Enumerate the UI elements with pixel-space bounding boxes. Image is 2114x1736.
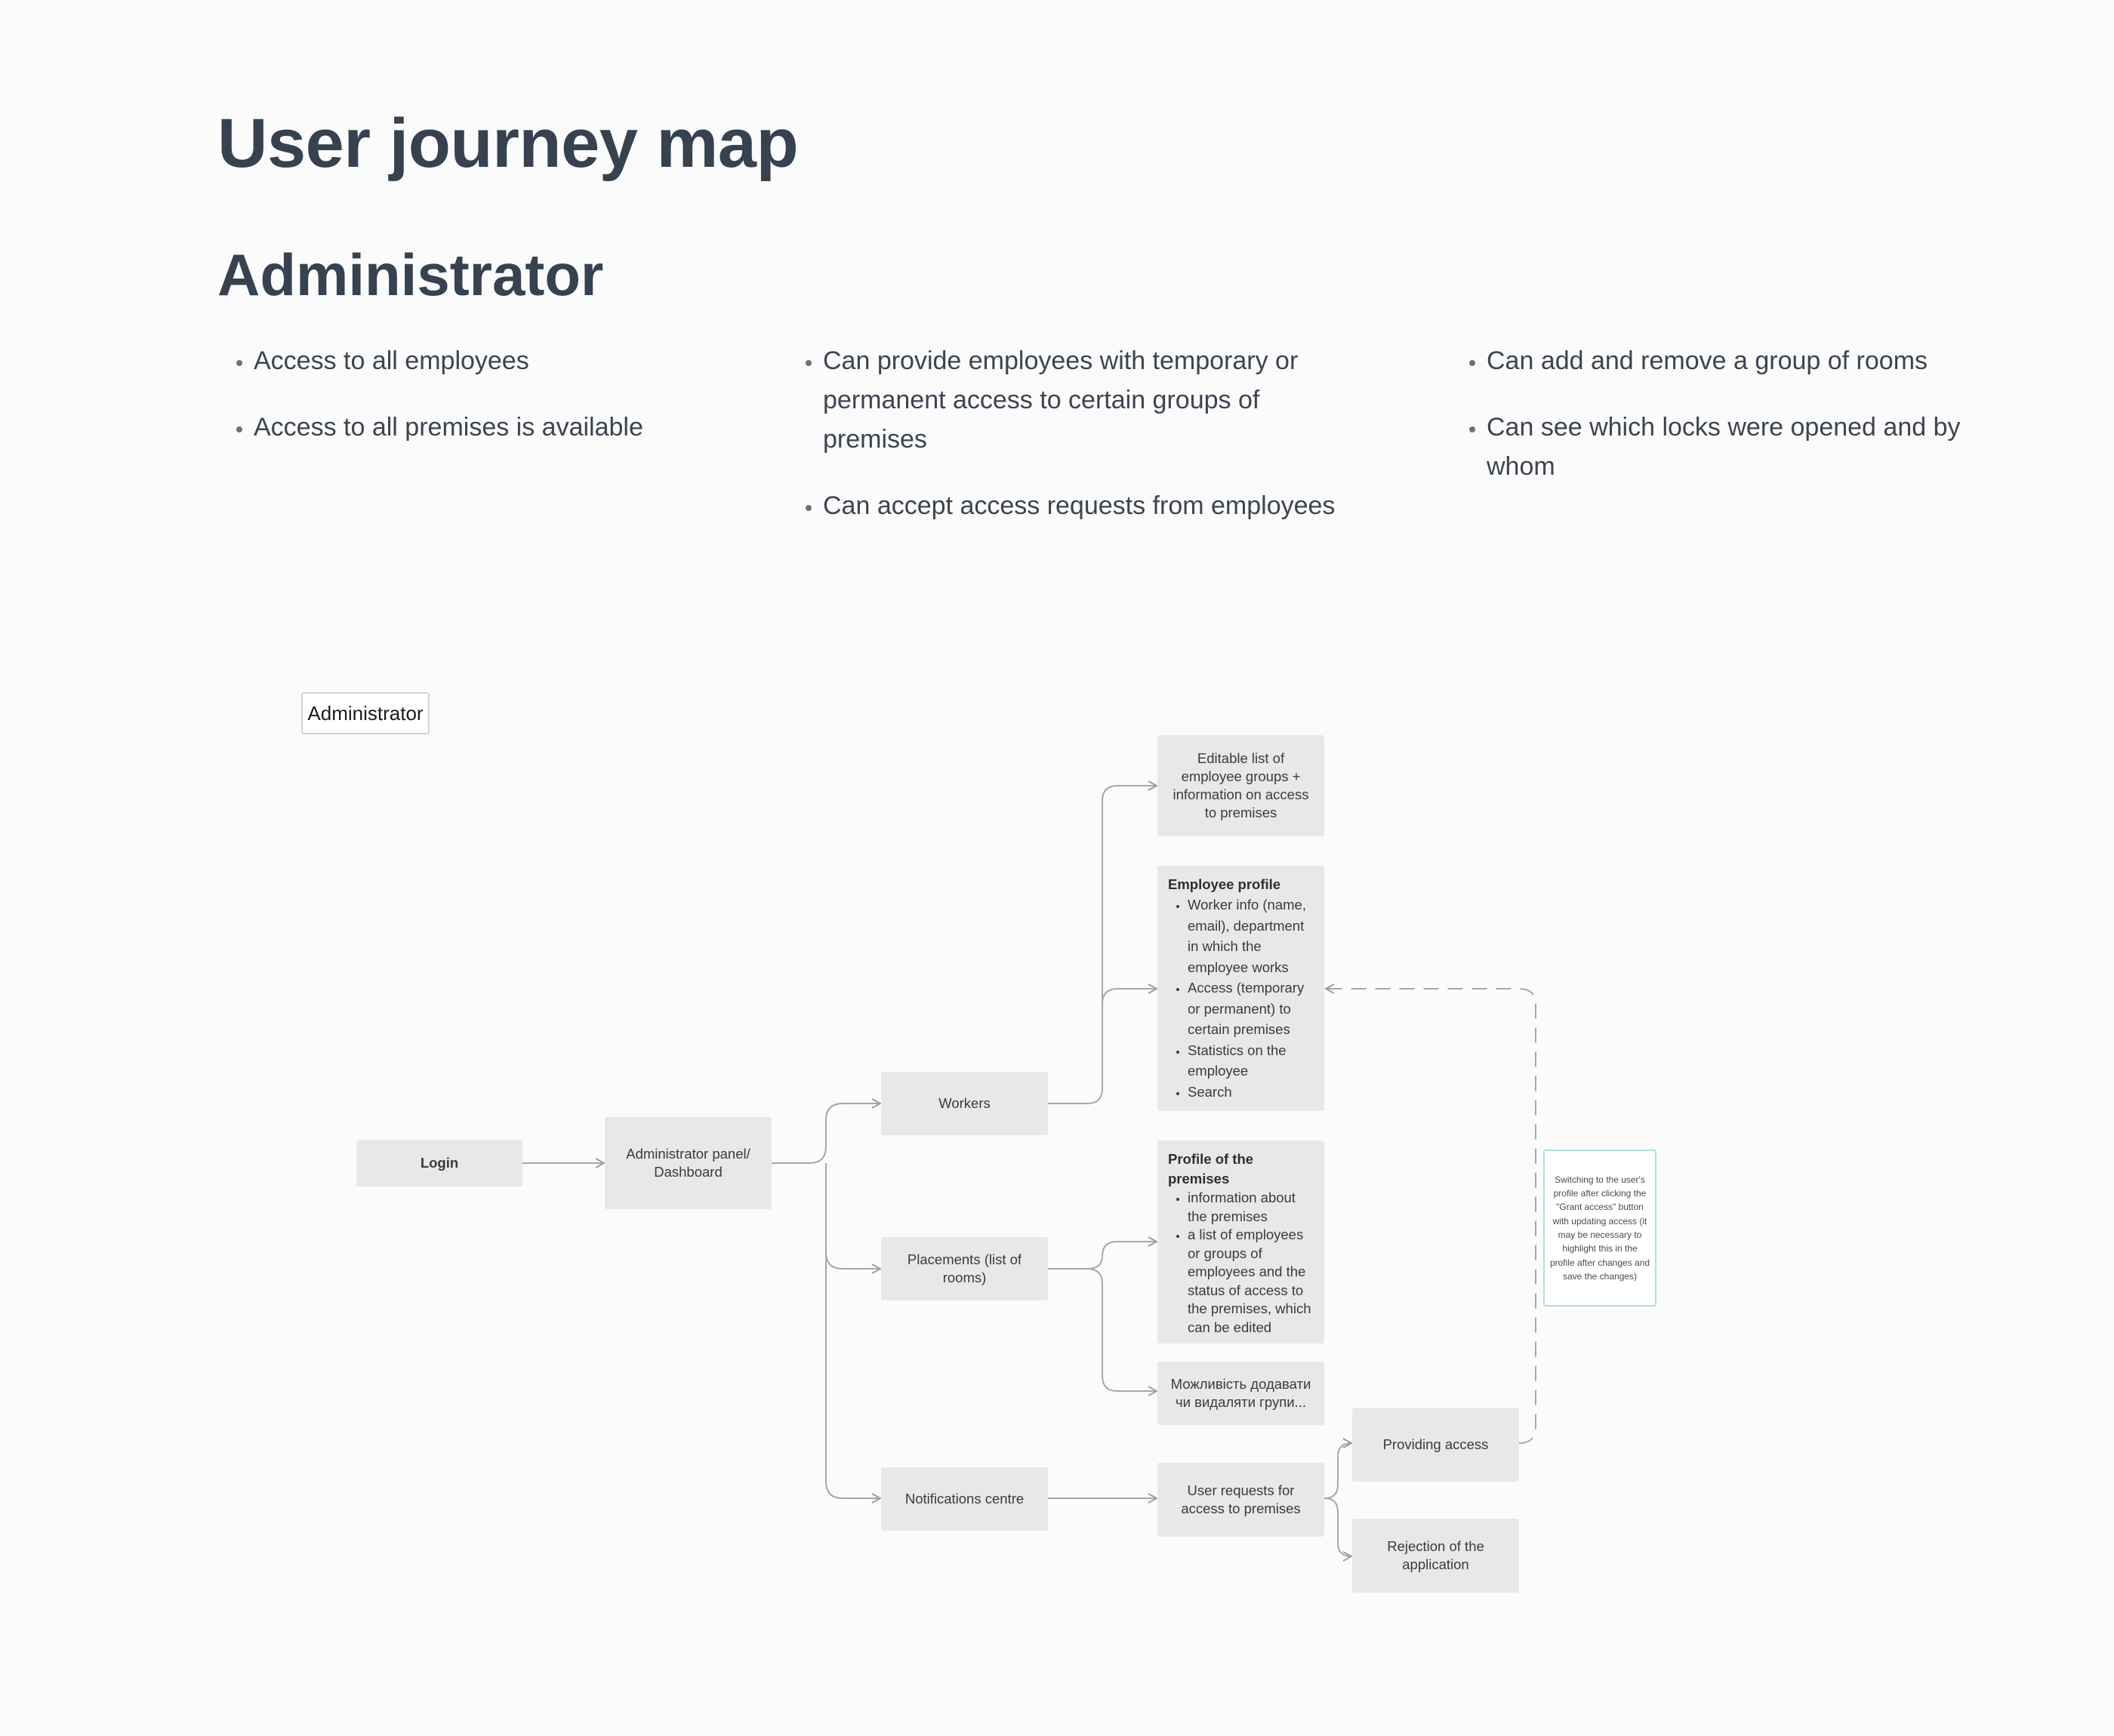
user-requests-node[interactable]: User requests for access to premises <box>1157 1463 1324 1537</box>
page-title: User journey map <box>217 105 799 182</box>
employee-profile-title: Employee profile <box>1168 876 1281 892</box>
sticky-note: Switching to the user's profile after cl… <box>1543 1150 1656 1307</box>
list-item: Search <box>1188 1082 1314 1103</box>
workers-node[interactable]: Workers <box>881 1072 1048 1135</box>
rejection-node[interactable]: Rejection of the application <box>1352 1519 1519 1593</box>
capability-item: Access to all premises is available <box>254 408 737 447</box>
role-heading: Administrator <box>217 242 604 308</box>
edge-dashboard-placements <box>825 1163 880 1269</box>
capabilities-col3: Can add and remove a group of rooms Can … <box>1450 341 1970 513</box>
list-item: Worker info (name, email), department in… <box>1188 894 1314 977</box>
edge-placements-groups-option <box>1086 1268 1157 1391</box>
list-item: information about the premises <box>1188 1189 1314 1226</box>
list-item: a list of employees or groups of employe… <box>1188 1226 1314 1337</box>
role-tag[interactable]: Administrator <box>301 692 430 734</box>
capability-item: Can see which locks were opened and by w… <box>1487 408 1970 486</box>
edge-placements-premises <box>1048 1242 1157 1270</box>
dashboard-node[interactable]: Administrator panel/ Dashboard <box>605 1117 772 1209</box>
list-item: Access (temporary or permanent) to certa… <box>1188 977 1314 1040</box>
premises-profile-list: information about the premises a list of… <box>1168 1189 1314 1337</box>
premises-profile-node[interactable]: Profile of the premises information abou… <box>1157 1140 1324 1344</box>
login-node[interactable]: Login <box>356 1140 522 1187</box>
groups-option-node[interactable]: Можливість додавати чи видаляти групи... <box>1157 1362 1324 1425</box>
edge-dashboard-notifications <box>825 1252 880 1498</box>
edge-providing-profile-dashed <box>1326 989 1536 1444</box>
premises-profile-title: Profile of the premises <box>1168 1151 1254 1187</box>
edge-dashboard-trunk <box>772 1103 880 1164</box>
edge-requests-rejection <box>1324 1497 1351 1556</box>
capability-item: Can accept access requests from employee… <box>823 486 1336 525</box>
list-item: Statistics on the employee <box>1188 1040 1314 1082</box>
edge-workers-groups <box>1102 786 1157 1004</box>
edge-requests-providing <box>1324 1443 1351 1499</box>
capability-item: Access to all employees <box>254 341 737 380</box>
placements-node[interactable]: Placements (list of rooms) <box>881 1237 1048 1300</box>
capabilities-col2: Can provide employees with temporary or … <box>787 341 1336 553</box>
edge-workers-profile <box>1048 989 1157 1104</box>
employee-profile-node[interactable]: Employee profile Worker info (name, emai… <box>1157 866 1324 1111</box>
employee-groups-node[interactable]: Editable list of employee groups + infor… <box>1157 735 1324 836</box>
capabilities-col1: Access to all employees Access to all pr… <box>217 341 737 474</box>
capability-item: Can provide employees with temporary or … <box>823 341 1336 459</box>
notifications-node[interactable]: Notifications centre <box>881 1467 1048 1531</box>
capability-item: Can add and remove a group of rooms <box>1487 341 1970 380</box>
providing-access-node[interactable]: Providing access <box>1352 1408 1519 1482</box>
employee-profile-list: Worker info (name, email), department in… <box>1168 894 1314 1102</box>
